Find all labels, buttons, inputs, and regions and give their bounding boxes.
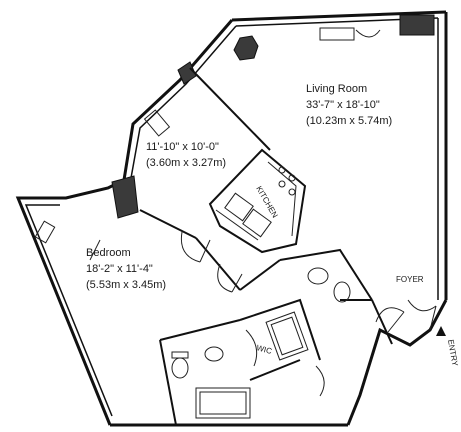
living-room-dim-metric: (10.23m x 5.74m)	[306, 115, 392, 127]
bedroom-dim-metric: (5.53m x 3.45m)	[86, 279, 166, 291]
exterior-walls	[15, 10, 448, 427]
living-room-dim-imperial: 33'-7" x 18'-10"	[306, 99, 380, 111]
entry-arrow-icon	[436, 326, 446, 336]
foyer-label: FOYER	[396, 275, 424, 284]
column	[233, 35, 259, 61]
bedroom-name: Bedroom	[86, 247, 131, 259]
living-room-name: Living Room	[306, 83, 367, 95]
dining-dim-metric: (3.60m x 3.27m)	[146, 157, 226, 169]
bedroom-dim-imperial: 18'-2" x 11'-4"	[86, 263, 153, 275]
wall-hatching	[111, 14, 435, 219]
dining-dim-imperial: 11'-10" x 10'-0"	[146, 141, 219, 153]
doors	[89, 29, 437, 397]
entry-label: ENTRY	[446, 339, 460, 368]
kitchen-label: KITCHEN	[254, 185, 279, 220]
bathroom-fixtures	[171, 166, 351, 419]
windows	[34, 27, 355, 244]
wic-label: WIC	[255, 343, 273, 356]
interior-walls	[139, 67, 393, 426]
